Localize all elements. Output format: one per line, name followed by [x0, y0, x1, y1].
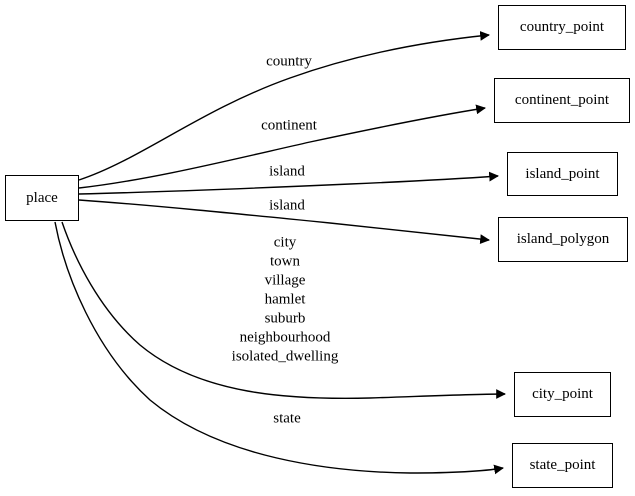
node-country_point[interactable]: country_point: [498, 5, 626, 50]
node-state_point[interactable]: state_point: [512, 443, 613, 488]
node-island_polygon-label: island_polygon: [516, 231, 610, 247]
node-continent_point[interactable]: continent_point: [494, 78, 630, 123]
edge-label-island-polygon: island: [269, 197, 305, 214]
node-state_point-label: state_point: [529, 457, 596, 473]
node-country_point-label: country_point: [519, 19, 605, 35]
edge-place-country_point: [78, 31, 490, 181]
node-city_point[interactable]: city_point: [514, 372, 611, 417]
edge-place-island_point: [78, 171, 499, 195]
edge-label-state: state: [273, 410, 301, 427]
edge-place-continent_point: [78, 104, 486, 189]
node-island_point-label: island_point: [525, 165, 600, 182]
edge-label-island-point: island: [269, 163, 305, 180]
edge-label-city-group: city town village hamlet suburb neighbou…: [231, 234, 339, 365]
node-place[interactable]: place: [5, 175, 79, 221]
node-island_polygon[interactable]: island_polygon: [498, 217, 628, 262]
edge-label-continent: continent: [261, 117, 317, 134]
edge-place-island_polygon: [78, 199, 490, 244]
node-place-label: place: [26, 189, 58, 206]
edge-place-city_point: [61, 221, 506, 400]
edge-label-country: country: [266, 53, 312, 70]
node-city_point-label: city_point: [532, 386, 593, 402]
node-island_point[interactable]: island_point: [507, 152, 618, 196]
node-continent_point-label: continent_point: [514, 92, 610, 108]
edge-place-state_point: [54, 221, 504, 475]
